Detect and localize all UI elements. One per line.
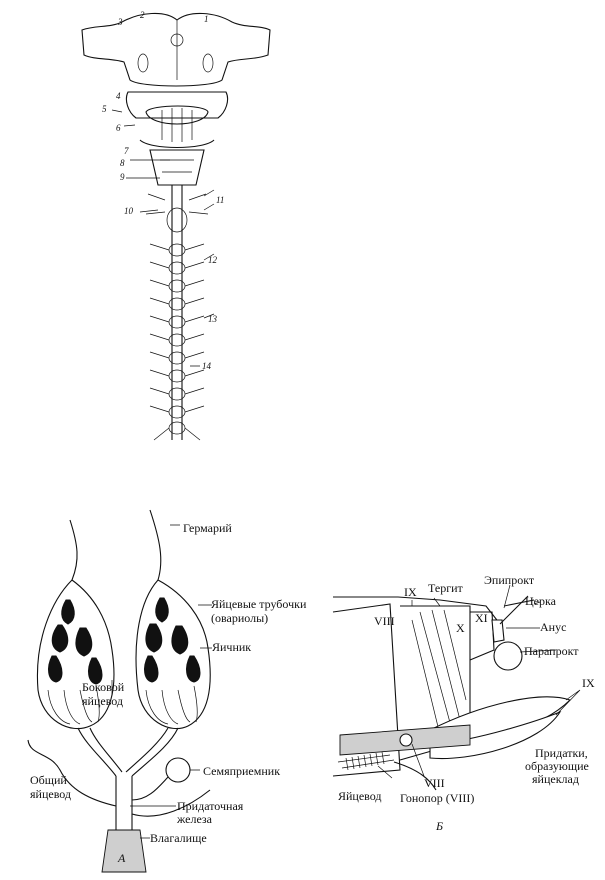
label-spermatheca: Семяприемник xyxy=(203,764,280,778)
epiproct-line xyxy=(503,599,535,607)
figure-b-labels: IX Тергит Эпипрокт Церка VIII X XI Анус … xyxy=(338,573,595,833)
number-5: 5 xyxy=(102,104,107,114)
spermatheca-duct xyxy=(131,774,171,801)
number-1: 1 xyxy=(204,14,209,24)
label-xi: XI xyxy=(475,611,488,625)
label-lateral-oviduct-line2: яйцевод xyxy=(82,694,123,708)
label-accessory-gland-line2: железа xyxy=(176,812,213,826)
figure-b-leader-lines xyxy=(377,584,581,779)
left-lateral-oviduct xyxy=(77,727,123,777)
label-gonopore: Гонопор (VIII) xyxy=(400,791,474,805)
number-13: 13 xyxy=(208,314,218,324)
caption-b: Б xyxy=(435,819,443,833)
cercus xyxy=(499,595,529,625)
left-ovary xyxy=(36,579,115,730)
ovipositor-valve-lower xyxy=(429,710,562,760)
number-9: 9 xyxy=(120,172,125,182)
caption-a: А xyxy=(117,851,126,865)
reproductive-system-figure xyxy=(27,509,212,873)
number-8: 8 xyxy=(120,158,125,168)
accessory-glands xyxy=(27,739,211,817)
number-7: 7 xyxy=(124,146,129,156)
ventral-nerve-cord xyxy=(171,185,183,440)
leader-lines xyxy=(111,109,215,367)
segment-xi xyxy=(491,619,505,643)
thoracic-ganglion xyxy=(166,207,188,233)
collar-segment xyxy=(125,91,229,119)
right-ovary xyxy=(135,579,211,730)
gonopore xyxy=(399,733,413,747)
abdomen-tip-figure xyxy=(332,584,581,791)
label-cercus: Церка xyxy=(525,594,557,608)
label-appendages-line3: яйцеклад xyxy=(532,772,579,786)
label-epiproct: Эпипрокт xyxy=(484,573,535,587)
number-12: 12 xyxy=(208,255,218,265)
figure-a-labels: Гермарий Яйцевые трубочки (овариолы) Яич… xyxy=(30,521,307,865)
label-ovarioles-line2: (овариолы) xyxy=(211,611,268,625)
number-10: 10 xyxy=(124,206,134,216)
left-optic-lobe xyxy=(137,53,149,73)
label-tergite: Тергит xyxy=(428,581,464,595)
thoracic-arc xyxy=(139,139,215,149)
figure-numbers: 1 2 3 4 5 6 7 8 9 10 11 12 13 14 xyxy=(102,10,224,371)
label-viii-bottom: VIII xyxy=(424,776,445,790)
ganglion-connectives xyxy=(161,108,193,142)
right-germarium-filament xyxy=(149,509,162,581)
subesophageal-ganglion xyxy=(145,105,209,125)
label-viii-top: VIII xyxy=(374,614,395,628)
number-2: 2 xyxy=(140,10,145,20)
left-ovarioles xyxy=(48,599,103,685)
label-ovarioles-line1: Яйцевые трубочки xyxy=(211,597,307,611)
spermatheca xyxy=(165,757,191,783)
right-ovarioles xyxy=(144,597,201,683)
oviduct-rings xyxy=(345,751,385,771)
label-common-oviduct-line2: яйцевод xyxy=(30,787,71,801)
paraproct xyxy=(493,641,523,671)
label-ovary: Яичник xyxy=(212,640,251,654)
label-appendages-line2: образующие xyxy=(525,759,589,773)
segmental-ganglia xyxy=(168,243,186,435)
label-accessory-gland-line1: Придаточная xyxy=(177,799,244,813)
label-anus: Анус xyxy=(540,620,566,634)
label-paraproct: Парапрокт xyxy=(524,644,579,658)
left-germarium-filament xyxy=(69,519,78,581)
segmental-nerves xyxy=(145,193,209,441)
label-appendages-line1: Придатки, xyxy=(535,746,588,760)
number-14: 14 xyxy=(202,361,212,371)
number-11: 11 xyxy=(216,195,224,205)
number-3: 3 xyxy=(117,17,123,27)
label-x: X xyxy=(456,621,465,635)
label-germarium: Гермарий xyxy=(183,521,232,535)
common-oviduct xyxy=(115,776,133,830)
label-common-oviduct-line1: Общий xyxy=(30,773,67,787)
label-oviduct: Яйцевод xyxy=(338,789,382,803)
nervous-system-figure xyxy=(81,12,271,441)
subgenital-plate xyxy=(393,761,437,791)
tergite-hatching xyxy=(411,609,467,736)
segment-viii xyxy=(332,603,401,777)
right-ovariole-tubes xyxy=(145,685,198,725)
label-lateral-oviduct-line1: Боковой xyxy=(82,680,125,694)
label-ix-top: IX xyxy=(404,585,417,599)
number-4: 4 xyxy=(116,91,121,101)
label-vagina: Влагалище xyxy=(150,831,207,845)
left-ovariole-tubes xyxy=(47,685,100,725)
label-ix-right: IX xyxy=(582,676,595,690)
right-optic-lobe xyxy=(202,53,214,73)
thorax-outline xyxy=(149,149,205,186)
vagina xyxy=(101,829,147,873)
figure-a-leader-lines xyxy=(111,524,212,839)
right-lateral-oviduct xyxy=(125,727,179,777)
thorax-ridges xyxy=(160,159,194,173)
head-capsule xyxy=(81,12,271,87)
brain-center xyxy=(170,33,184,47)
number-6: 6 xyxy=(116,123,121,133)
